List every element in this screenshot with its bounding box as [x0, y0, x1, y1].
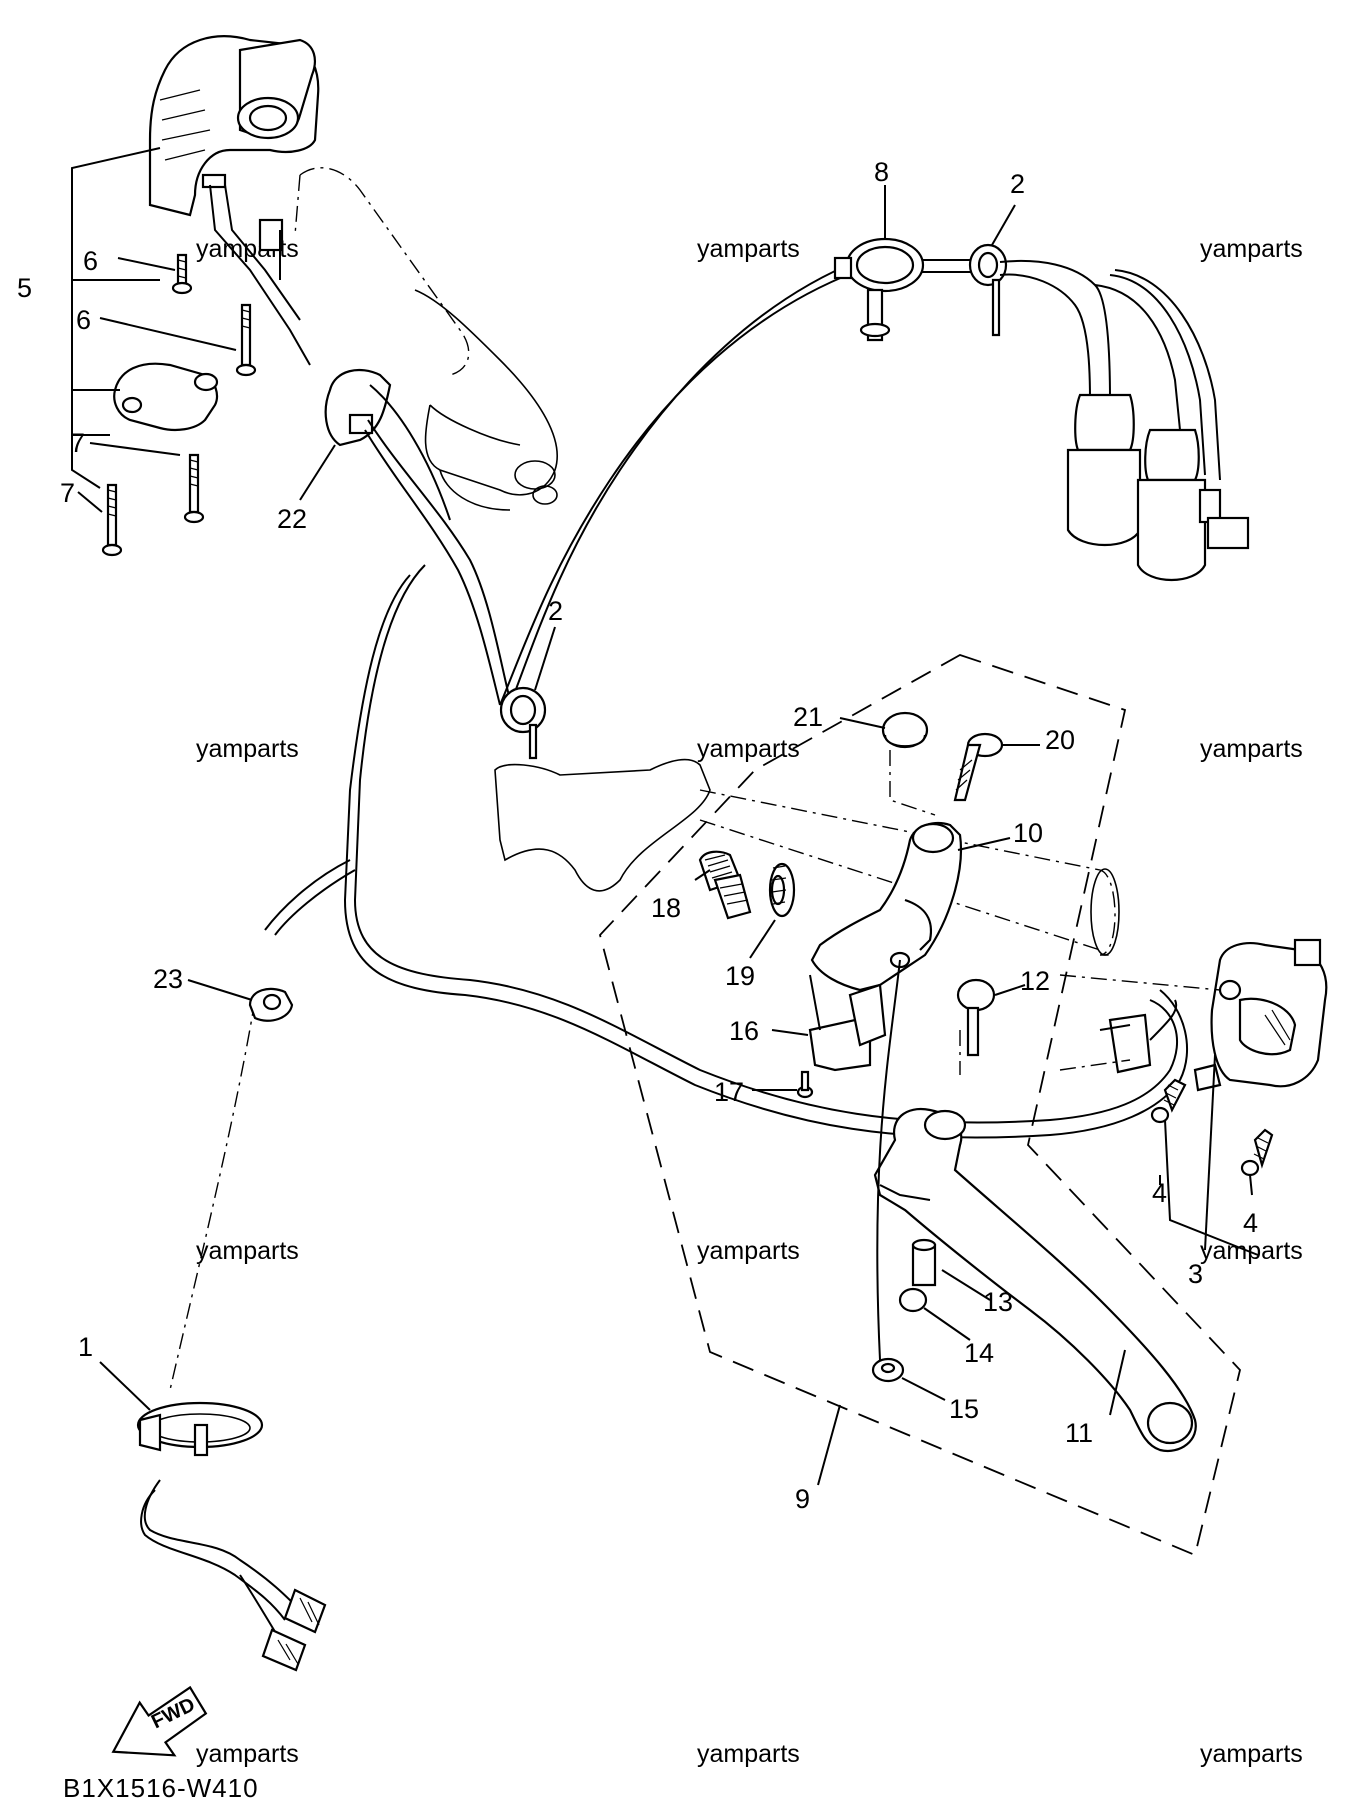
watermark: yamparts — [697, 1740, 800, 1768]
callout-2: 2 — [1010, 169, 1025, 199]
watermark: yamparts — [697, 1237, 800, 1265]
callout-3: 3 — [1188, 1259, 1203, 1289]
callout-4: 4 — [1152, 1178, 1167, 1208]
nut-15 — [871, 1357, 905, 1383]
switch-screws-4 — [1150, 1078, 1274, 1256]
nut-19 — [768, 862, 796, 918]
callout-7: 7 — [60, 478, 75, 508]
callout-18: 18 — [651, 893, 681, 923]
callout-6: 6 — [76, 305, 91, 335]
watermark: yamparts — [196, 1740, 299, 1768]
callout-5: 5 — [17, 273, 32, 303]
harness-lower — [140, 1479, 327, 1672]
callout-19: 19 — [725, 961, 755, 991]
switch-connector — [1099, 999, 1178, 1074]
watermark: yamparts — [1200, 735, 1303, 763]
lever-11 — [873, 1107, 1197, 1453]
callout-17: 17 — [714, 1077, 744, 1107]
pivot-bolt-12 — [956, 978, 996, 1075]
callout-8: 8 — [874, 157, 889, 187]
callout-23: 23 — [153, 964, 183, 994]
connectors-right — [999, 259, 1250, 582]
left-switch-screws-6 — [171, 253, 257, 377]
callout-6: 6 — [83, 246, 98, 276]
watermark: yamparts — [196, 735, 299, 763]
lever-bracket-10 — [810, 822, 962, 992]
callout-20: 20 — [1045, 725, 1075, 755]
callout-2: 2 — [548, 596, 563, 626]
callout-14: 14 — [964, 1338, 994, 1368]
watermark: yamparts — [196, 1237, 299, 1265]
callout-9: 9 — [795, 1484, 810, 1514]
callout-10: 10 — [1013, 818, 1043, 848]
callout-22: 22 — [277, 504, 307, 534]
right-handlebar-switch-3 — [1059, 938, 1328, 1092]
callout-7: 7 — [70, 428, 85, 458]
callout-1: 1 — [78, 1332, 93, 1362]
clamp-8 — [833, 237, 925, 342]
callout-13: 13 — [983, 1287, 1013, 1317]
cap-21 — [881, 711, 936, 816]
right-handlebar-phantom — [494, 758, 1120, 956]
clamp-2-middle — [499, 686, 547, 760]
callout-12: 12 — [1020, 966, 1050, 996]
callout-11: 11 — [1065, 1418, 1093, 1448]
left-handlebar-switch — [148, 35, 320, 366]
callout-15: 15 — [949, 1394, 979, 1424]
lever-assembly-9 — [599, 654, 1241, 1557]
clamp-22 — [324, 368, 451, 521]
leader-lines — [77, 185, 1253, 1486]
adjuster-18 — [698, 850, 752, 920]
left-switch-lower-half — [113, 362, 219, 431]
watermark: yamparts — [1200, 235, 1303, 263]
callout-21: 21 — [793, 702, 823, 732]
watermark: yamparts — [697, 735, 800, 763]
main-cable — [169, 259, 1188, 1391]
collar-13 — [911, 1238, 937, 1287]
diagram-code: B1X1516-W410 — [63, 1773, 259, 1803]
left-switch-screws-7 — [101, 453, 205, 557]
clamp-2-top — [968, 243, 1008, 337]
bolt-20 — [953, 732, 1004, 802]
clip-23 — [248, 987, 294, 1022]
washer-14 — [898, 1287, 928, 1313]
callouts: 1 2 2 3 4 4 5 6 6 7 7 8 9 10 11 12 13 14… — [17, 157, 1258, 1514]
watermark: yamparts — [1200, 1237, 1303, 1265]
watermarks: yamparts yamparts yamparts yamparts yamp… — [196, 235, 1303, 1768]
callout-16: 16 — [729, 1016, 759, 1046]
screw-17 — [796, 1070, 814, 1099]
switch-16 — [808, 974, 887, 1072]
watermark: yamparts — [1200, 1740, 1303, 1768]
band-1 — [136, 1401, 264, 1457]
bracket-5 — [71, 147, 161, 489]
left-handlebar-phantom — [294, 167, 558, 511]
watermark: yamparts — [697, 235, 800, 263]
callout-4: 4 — [1243, 1208, 1258, 1238]
